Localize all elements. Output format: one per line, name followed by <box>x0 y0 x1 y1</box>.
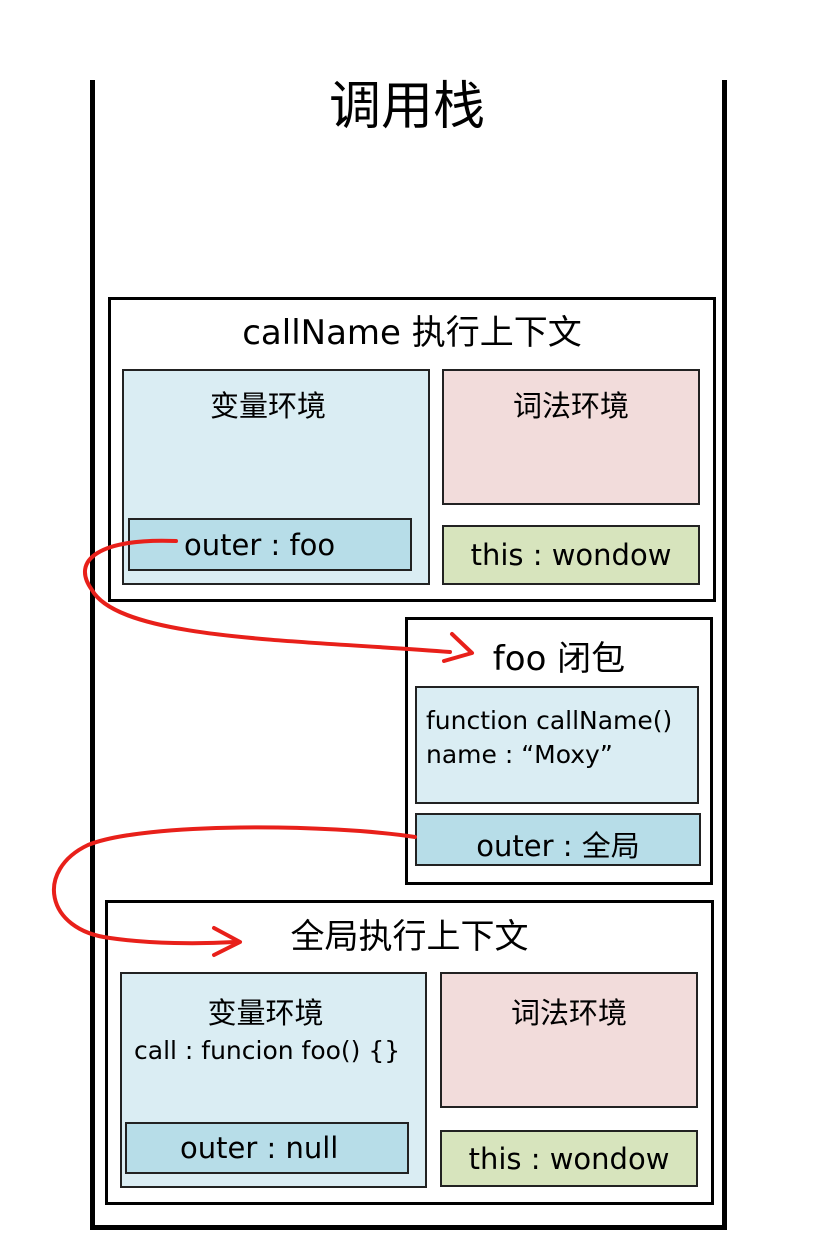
global-variable-env-entry: call : funcion foo() {} <box>134 1036 401 1065</box>
foo-closure-line-2: name : “Moxy” <box>426 740 613 769</box>
callname-variable-env-label: 变量环境 <box>209 389 326 423</box>
foo-closure-line-1: function callName() <box>426 706 673 735</box>
global-context-title: 全局执行上下文 <box>290 917 529 957</box>
foo-closure-outer-box: outer : 全局 <box>415 813 701 866</box>
global-lexical-env-label: 词法环境 <box>510 996 627 1030</box>
global-lexical-environment: 词法环境 <box>440 972 698 1108</box>
foo-closure-outer-label: outer : 全局 <box>476 829 640 863</box>
global-this-box: this : wondow <box>440 1130 698 1187</box>
foo-closure-variables: function callName() name : “Moxy” <box>415 686 699 804</box>
callname-outer-label: outer : foo <box>184 528 336 562</box>
call-stack-title: 调用栈 <box>328 77 485 137</box>
global-this-label: this : wondow <box>468 1142 670 1176</box>
global-outer-label: outer : null <box>180 1131 339 1165</box>
global-outer-box: outer : null <box>125 1122 409 1174</box>
callname-lexical-environment: 词法环境 <box>442 369 700 505</box>
foo-closure-title: foo 闭包 <box>492 639 626 679</box>
callname-lexical-env-label: 词法环境 <box>512 389 629 423</box>
callname-context-title: callName 执行上下文 <box>242 313 582 353</box>
stack-bottom <box>90 1225 727 1230</box>
stack-left-wall <box>90 80 95 1230</box>
stack-right-wall <box>722 80 727 1230</box>
callname-this-label: this : wondow <box>470 538 672 572</box>
callname-outer-box: outer : foo <box>128 518 412 571</box>
global-variable-env-label: 变量环境 <box>207 996 324 1030</box>
callname-this-box: this : wondow <box>442 525 700 585</box>
